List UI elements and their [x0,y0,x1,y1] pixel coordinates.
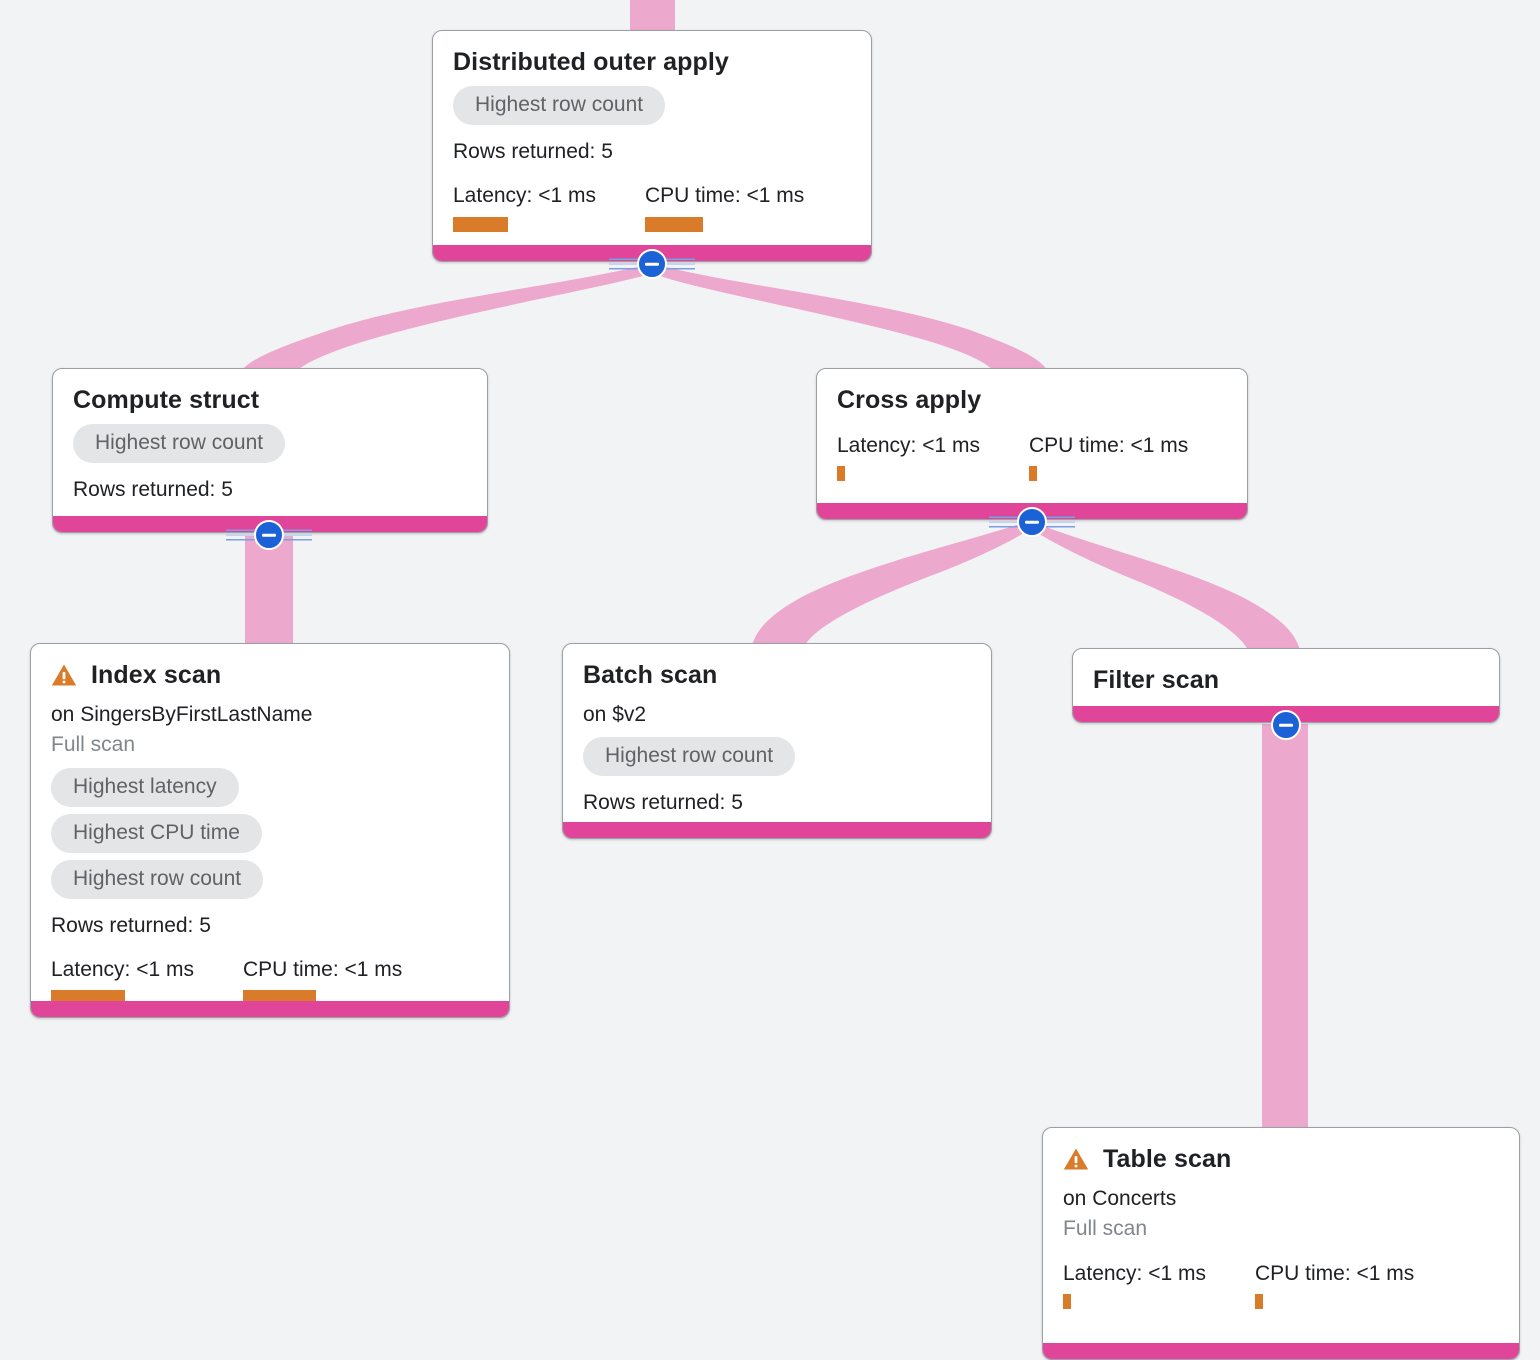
node-title-row: Filter scan [1093,665,1479,695]
node-title-row: Index scan [51,660,489,690]
edge-cross-apply-to-batch-scan [752,522,1032,645]
toggle-rail-right [280,528,312,542]
node-title: Index scan [91,661,222,689]
cpu-time-metric: CPU time: <1 ms [243,957,403,1006]
node-subtitle: on SingersByFirstLastName [51,703,313,726]
collapse-minus-icon[interactable] [254,520,284,550]
node-title: Batch scan [583,661,718,689]
node-title: Distributed outer apply [453,48,729,76]
rows-returned-label: Rows returned: 5 [583,791,743,815]
node-title-row: Distributed outer apply [453,47,851,77]
toggle-rail-right [1043,515,1075,529]
node-title: Compute struct [73,386,260,414]
toggle-rail-right [663,257,695,271]
node-chip-list: Highest row count [583,737,971,783]
collapse-toggle-cross-apply[interactable] [989,507,1075,537]
node-subtitle: on $v2 [583,703,647,726]
cpu-time-label: CPU time: <1 ms [645,184,805,208]
latency-label: Latency: <1 ms [51,958,194,982]
node-metrics: Latency: <1 ms CPU time: <1 ms [1063,1261,1499,1309]
latency-metric: Latency: <1 ms [1063,1261,1255,1309]
latency-metric: Latency: <1 ms [837,433,1029,482]
node-title-row: Batch scan [583,660,971,690]
latency-bar [837,466,845,482]
edge-compute-struct-to-index-scan [245,534,293,646]
rows-returned-label: Rows returned: 5 [453,140,613,164]
node-chip: Highest row count [453,86,666,126]
collapse-toggle-filter-scan[interactable] [1271,710,1301,740]
cpu-time-metric: CPU time: <1 ms [1255,1261,1414,1309]
node-metrics: Latency: <1 ms CPU time: <1 ms [453,183,851,232]
latency-label: Latency: <1 ms [453,184,596,208]
node-chip-list: Highest row count [453,86,851,132]
node-status-bar [563,822,991,838]
edge-cross-apply-to-filter-scan [1033,524,1300,650]
cpu-time-bar [1029,466,1037,482]
node-chip: Highest row count [51,859,264,899]
warning-triangle-icon [1063,1147,1089,1171]
collapse-toggle-compute-struct[interactable] [226,520,312,550]
edge-root-to-cross-apply [655,266,1048,372]
node-scan-note: Full scan [1063,1217,1148,1241]
node-body: Filter scan [1073,649,1499,711]
node-scan-note: Full scan [51,733,136,757]
node-title: Cross apply [837,386,982,414]
edge-root-inbound [630,0,675,32]
latency-metric: Latency: <1 ms [453,183,645,232]
node-title-row: Cross apply [837,385,1227,415]
cpu-time-bar [1255,1293,1263,1309]
node-metrics: Latency: <1 ms CPU time: <1 ms [51,957,489,1006]
cpu-time-label: CPU time: <1 ms [1255,1261,1415,1285]
collapse-toggle-distributed-outer-apply[interactable] [609,249,695,279]
node-chip: Highest CPU time [51,813,262,853]
cpu-time-label: CPU time: <1 ms [243,958,403,982]
cpu-time-metric: CPU time: <1 ms [1029,433,1189,482]
node-subtitle: on Concerts [1063,1187,1177,1210]
node-metrics: Latency: <1 ms CPU time: <1 ms [837,433,1227,482]
node-title: Filter scan [1093,666,1220,694]
node-chip: Highest row count [73,424,286,464]
latency-label: Latency: <1 ms [837,434,980,457]
node-chip: Highest row count [583,737,796,777]
latency-label: Latency: <1 ms [1063,1261,1206,1285]
cpu-time-metric: CPU time: <1 ms [645,183,805,232]
cpu-time-bar [645,216,703,232]
node-title-row: Table scan [1063,1144,1499,1174]
node-title: Table scan [1103,1145,1232,1173]
collapse-minus-icon[interactable] [1017,507,1047,537]
node-status-bar [31,1001,509,1017]
edge-root-to-compute-struct [240,264,657,372]
node-chip: Highest latency [51,767,239,807]
collapse-minus-icon[interactable] [637,249,667,279]
edge-filter-scan-to-table-scan [1262,724,1308,1129]
node-title-row: Compute struct [73,385,467,415]
node-status-bar [1043,1343,1519,1359]
latency-bar [453,216,508,232]
rows-returned-label: Rows returned: 5 [73,478,233,502]
latency-metric: Latency: <1 ms [51,957,243,1006]
latency-bar [1063,1293,1071,1309]
collapse-minus-icon[interactable] [1271,710,1301,740]
cpu-time-label: CPU time: <1 ms [1029,434,1189,457]
node-chip-list: Highest row count [73,424,467,470]
rows-returned-label: Rows returned: 5 [51,913,211,937]
warning-triangle-icon [51,663,77,687]
